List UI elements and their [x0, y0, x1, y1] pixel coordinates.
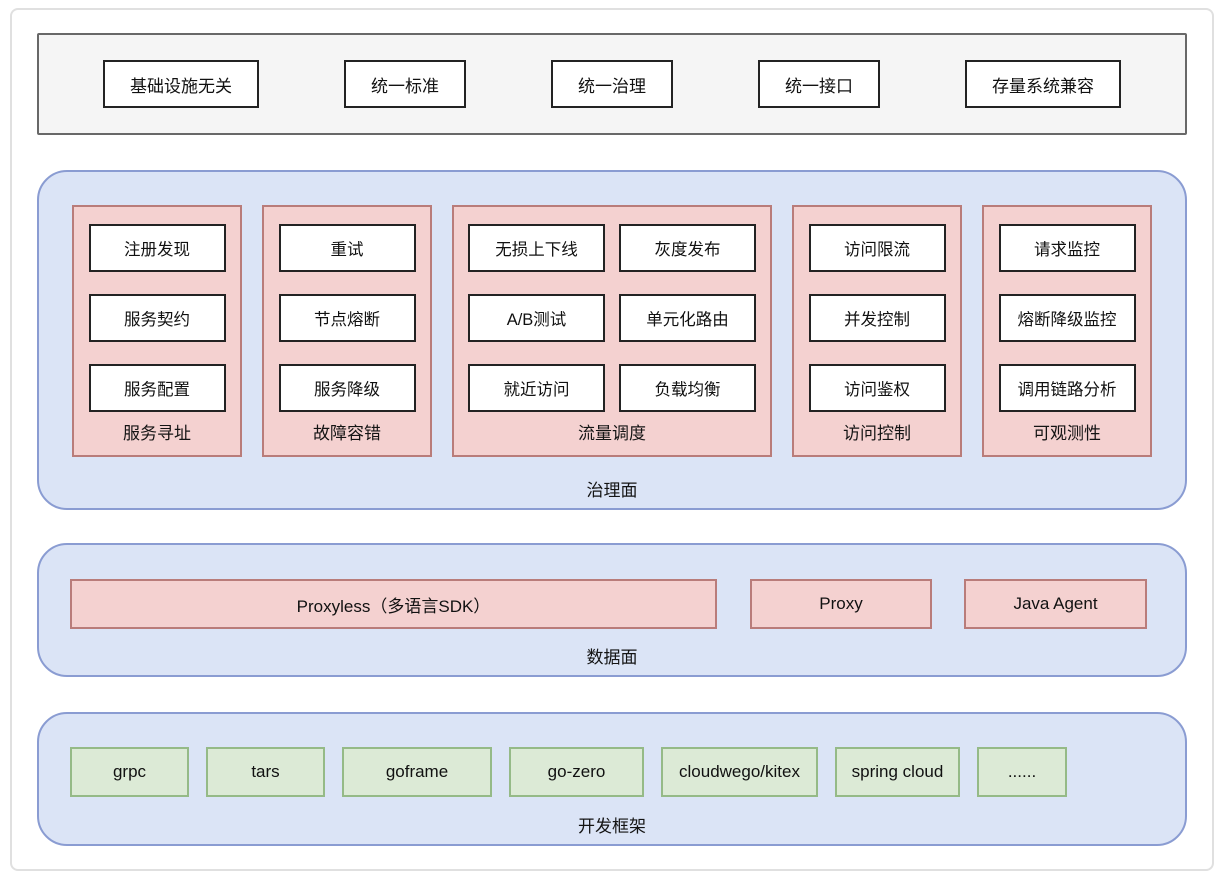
capability-group-fault-tolerance: 重试 节点熔断 服务降级 故障容错: [262, 205, 432, 457]
data-plane-box-proxyless: Proxyless（多语言SDK）: [70, 579, 717, 629]
framework-box: cloudwego/kitex: [661, 747, 818, 797]
principle-box: 统一治理: [551, 60, 673, 108]
framework-box: spring cloud: [835, 747, 960, 797]
capability-group-label: 可观测性: [1033, 424, 1101, 443]
capability-box: 请求监控: [998, 224, 1136, 272]
data-plane-label: 数据面: [586, 648, 638, 667]
governance-plane: 注册发现 服务契约 服务配置 服务寻址 重试 节点熔断 服务降级 故障容错 无损…: [37, 170, 1187, 510]
capability-box: 灰度发布: [619, 224, 756, 272]
framework-box: ......: [977, 747, 1067, 797]
capability-box: 访问限流: [808, 224, 946, 272]
framework-box: tars: [206, 747, 325, 797]
capability-box: 无损上下线: [468, 224, 605, 272]
capability-box: 调用链路分析: [998, 364, 1136, 412]
capability-box: 节点熔断: [278, 294, 416, 342]
capability-items: 请求监控 熔断降级监控 调用链路分析: [984, 207, 1150, 412]
principle-box: 存量系统兼容: [965, 60, 1121, 108]
framework-box: grpc: [70, 747, 189, 797]
capability-box: 熔断降级监控: [998, 294, 1136, 342]
capability-group-label: 访问控制: [843, 424, 911, 443]
capability-group-access-control: 访问限流 并发控制 访问鉴权 访问控制: [792, 205, 962, 457]
capability-box: 负载均衡: [619, 364, 756, 412]
capability-box: A/B测试: [468, 294, 605, 342]
capability-group-label: 流量调度: [578, 424, 646, 443]
governance-columns: 注册发现 服务契约 服务配置 服务寻址 重试 节点熔断 服务降级 故障容错 无损…: [72, 205, 1152, 457]
frameworks-plane-label: 开发框架: [578, 817, 646, 836]
governance-plane-label: 治理面: [586, 481, 638, 500]
framework-box: goframe: [342, 747, 492, 797]
capability-items: 重试 节点熔断 服务降级: [264, 207, 430, 412]
data-plane-box-proxy: Proxy: [750, 579, 932, 629]
capability-box: 重试: [278, 224, 416, 272]
diagram-frame: 基础设施无关 统一标准 统一治理 统一接口 存量系统兼容 注册发现 服务契约 服…: [10, 8, 1214, 871]
capability-group-label: 服务寻址: [123, 424, 191, 443]
framework-items: grpc tars goframe go-zero cloudwego/kite…: [70, 747, 1067, 797]
capability-group-service-addressing: 注册发现 服务契约 服务配置 服务寻址: [72, 205, 242, 457]
capability-box: 访问鉴权: [808, 364, 946, 412]
capability-box: 就近访问: [468, 364, 605, 412]
frameworks-plane: grpc tars goframe go-zero cloudwego/kite…: [37, 712, 1187, 846]
capability-items: 无损上下线 灰度发布 A/B测试 单元化路由 就近访问 负载均衡: [454, 207, 770, 412]
capability-group-label: 故障容错: [313, 424, 381, 443]
principles-bar: 基础设施无关 统一标准 统一治理 统一接口 存量系统兼容: [37, 33, 1187, 135]
data-plane: Proxyless（多语言SDK） Proxy Java Agent 数据面: [37, 543, 1187, 677]
capability-box: 服务配置: [88, 364, 226, 412]
capability-items: 注册发现 服务契约 服务配置: [74, 207, 240, 412]
capability-box: 并发控制: [808, 294, 946, 342]
capability-group-observability: 请求监控 熔断降级监控 调用链路分析 可观测性: [982, 205, 1152, 457]
capability-box: 单元化路由: [619, 294, 756, 342]
framework-box: go-zero: [509, 747, 644, 797]
capability-box: 注册发现: [88, 224, 226, 272]
capability-box: 服务契约: [88, 294, 226, 342]
data-plane-box-java-agent: Java Agent: [964, 579, 1147, 629]
capability-group-traffic-scheduling: 无损上下线 灰度发布 A/B测试 单元化路由 就近访问 负载均衡 流量调度: [452, 205, 772, 457]
principle-box: 统一接口: [758, 60, 880, 108]
capability-items: 访问限流 并发控制 访问鉴权: [794, 207, 960, 412]
capability-box: 服务降级: [278, 364, 416, 412]
principle-box: 统一标准: [344, 60, 466, 108]
principle-box: 基础设施无关: [103, 60, 259, 108]
